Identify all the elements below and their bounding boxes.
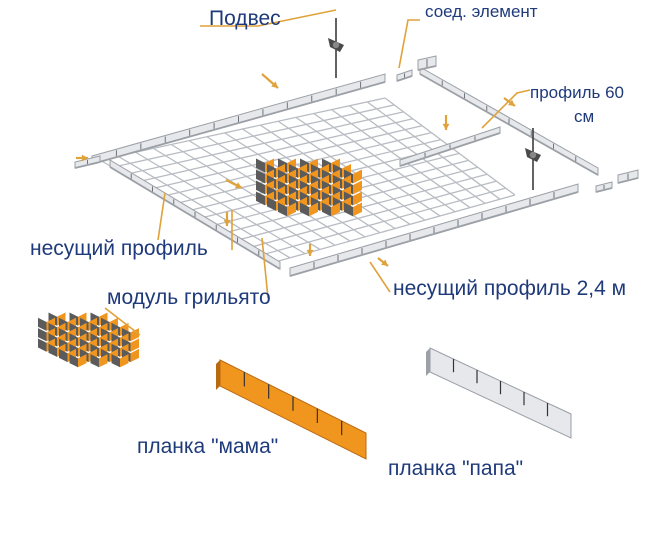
grilyato-module-loose <box>38 312 139 368</box>
label-modul-grilyato: модуль грильято <box>107 286 271 309</box>
module-big-cell-dark <box>256 158 265 173</box>
module-small-cell-orange <box>120 354 129 368</box>
grid-line <box>149 125 423 190</box>
label-soed-element: соед. элемент <box>425 2 538 21</box>
label-planka-papa: планка "папа" <box>388 457 524 480</box>
leader-line <box>481 89 531 129</box>
module-small-cell-dark <box>90 354 99 368</box>
module-small-cell-dark <box>59 348 68 363</box>
label-nesushchiy-profil-24: несущий профиль 2,4 м <box>393 277 627 300</box>
module-big-cell-dark <box>256 180 265 195</box>
grid-line <box>124 111 404 176</box>
module-small-cell-dark <box>69 354 78 368</box>
module-big-cell-orange <box>287 202 296 217</box>
module-big-cell-orange <box>331 202 340 217</box>
ceiling-grid <box>99 97 516 263</box>
module-big-cell-dark <box>322 202 331 217</box>
module-big-cell-orange <box>309 202 318 217</box>
leader-line <box>261 237 269 299</box>
module-small-cell-dark <box>111 354 120 368</box>
module-small-cell-orange <box>78 354 87 368</box>
label-podves: Подвес <box>209 7 281 30</box>
arrow-head <box>223 219 231 226</box>
leader-line <box>398 19 420 69</box>
arrow-head <box>81 154 88 162</box>
label-nesushchiy-profil: несущий профиль <box>30 237 208 260</box>
module-small-cell-dark <box>38 328 47 342</box>
label-profil-60: профиль 60 <box>530 83 625 102</box>
module-small-cell-dark <box>38 338 47 352</box>
grilyato-module-installed <box>256 158 362 217</box>
hangers <box>328 18 541 190</box>
arrow-head <box>442 123 450 130</box>
ceiling-profiles <box>74 55 639 277</box>
arrow-head <box>306 249 314 256</box>
module-big-cell-orange <box>353 180 362 195</box>
arrows <box>76 73 516 267</box>
module-small-cell-dark <box>48 343 57 357</box>
connector-far-right-edge <box>617 177 639 184</box>
arrow-head <box>508 99 515 106</box>
main-profile-right-edge <box>419 73 599 176</box>
hanger-left-clip <box>332 41 340 49</box>
module-small-cell-dark <box>38 317 47 331</box>
leader-line <box>104 307 141 336</box>
label-profil-60-unit: см <box>574 107 595 126</box>
module-big-cell-dark <box>300 202 309 217</box>
module-small-cell-orange <box>130 348 139 363</box>
grid-line <box>137 118 414 183</box>
strip-mama-end <box>216 360 220 390</box>
leader-lines <box>104 9 531 336</box>
connector-right-edge <box>595 187 613 193</box>
grid-line <box>162 132 432 198</box>
grid-line <box>274 194 516 263</box>
grid-line <box>249 180 497 249</box>
leader-line <box>200 9 337 27</box>
hanger-right-clip <box>529 151 537 159</box>
module-big-cell-dark <box>256 191 265 206</box>
cross-profile-60-edge <box>399 132 501 167</box>
label-planka-mama: планка "мама" <box>137 435 279 458</box>
module-small-cell-orange <box>130 338 139 352</box>
leader-line <box>157 192 166 241</box>
strip-papa-end <box>426 348 430 376</box>
main-profile-back-edge <box>91 81 386 165</box>
strips <box>216 347 572 460</box>
leader-line <box>369 261 391 293</box>
module-big-cell-orange <box>353 169 362 184</box>
arrow-head <box>235 182 242 189</box>
grid-line <box>112 104 395 168</box>
main-profile-left-edge <box>109 166 281 270</box>
grid-line <box>237 173 488 241</box>
module-small-cell-orange <box>130 328 139 342</box>
module-big-cell-dark <box>256 169 265 184</box>
connector-left-edge <box>74 161 101 169</box>
module-big-cell-dark <box>267 197 276 211</box>
module-big-cell-dark <box>278 202 287 217</box>
grid-line <box>262 187 506 256</box>
module-big-cell-orange <box>353 191 362 206</box>
arrow-head <box>271 81 278 88</box>
connector-top-edge <box>396 75 413 82</box>
grid-line <box>187 145 451 212</box>
module-big-cell-dark <box>344 202 353 217</box>
module-small-cell-orange <box>99 354 108 368</box>
arrow-head <box>381 259 388 266</box>
grid-line <box>99 97 386 161</box>
connector-top-right-edge <box>417 65 437 71</box>
module-big-cell-orange <box>353 202 362 217</box>
main-profile-front-24m-edge <box>289 191 579 277</box>
